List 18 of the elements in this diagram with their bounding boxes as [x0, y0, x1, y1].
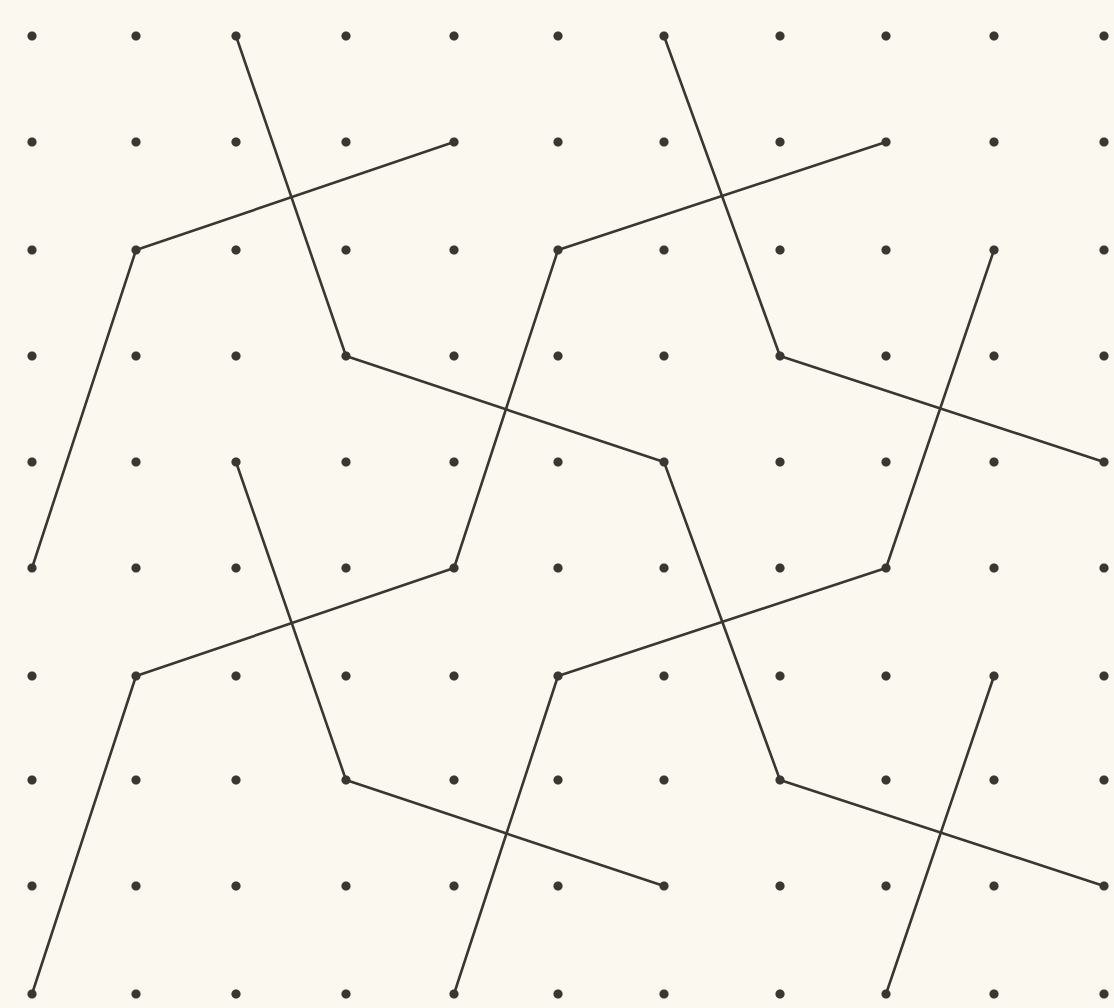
line — [884, 674, 996, 996]
line — [344, 354, 666, 464]
line — [556, 566, 888, 678]
line — [778, 354, 1106, 464]
line — [778, 778, 1106, 888]
line — [30, 248, 138, 570]
line — [662, 34, 782, 358]
line — [556, 140, 888, 252]
line — [344, 778, 666, 888]
line — [234, 34, 348, 358]
line — [452, 248, 560, 570]
line — [234, 460, 348, 782]
line — [134, 140, 456, 252]
line — [452, 674, 560, 996]
line — [134, 566, 456, 678]
line — [884, 248, 996, 570]
line — [662, 460, 782, 782]
line — [30, 674, 138, 996]
